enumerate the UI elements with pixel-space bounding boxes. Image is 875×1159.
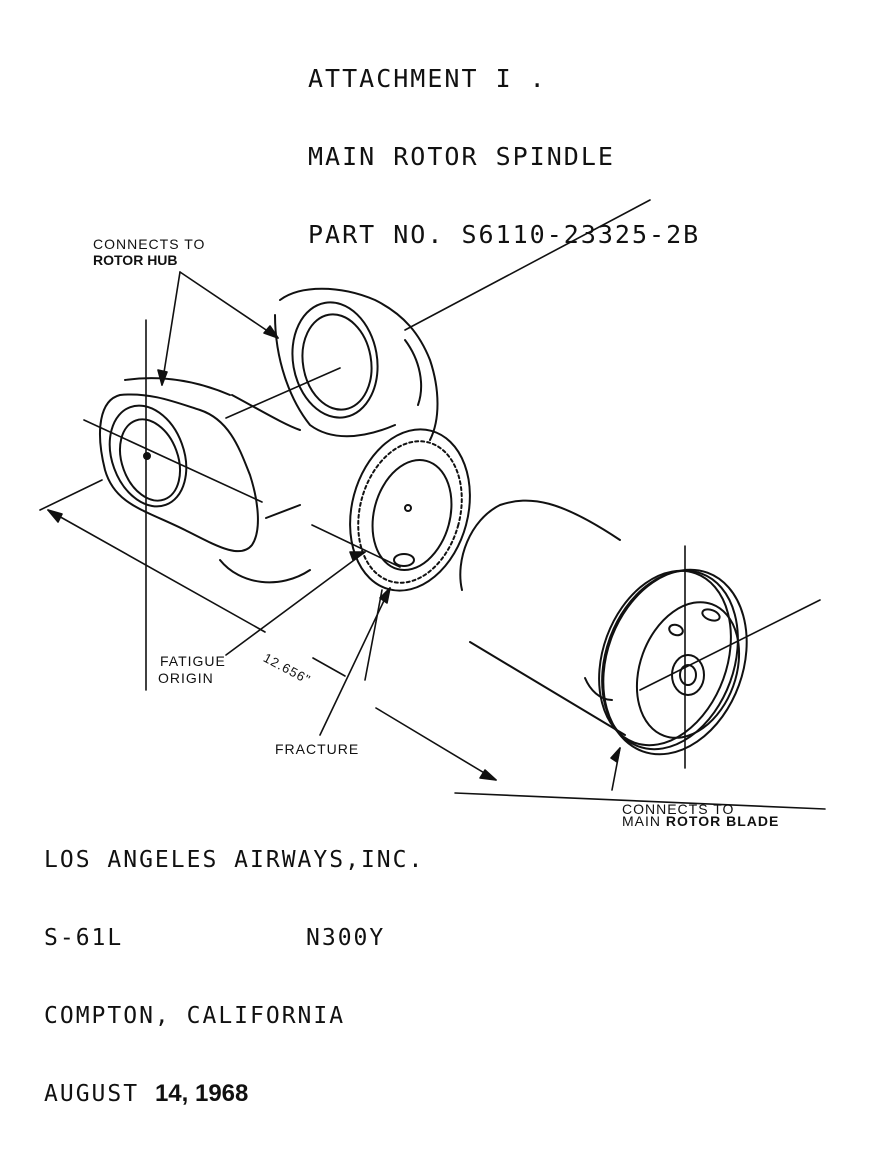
footer-model: S-61L (44, 925, 124, 951)
label-main: MAIN (622, 813, 666, 829)
label-connects-hub-2: ROTOR HUB (93, 252, 178, 268)
left-lug (99, 377, 311, 584)
label-connects-blade-2: MAIN ROTOR BLADE (622, 813, 779, 829)
footer-date-month: AUGUST (44, 1081, 155, 1107)
label-fatigue-1: FATIGUE (160, 653, 226, 669)
part-label: PART NO. (308, 220, 462, 249)
header-line-2: MAIN ROTOR SPINDLE (308, 142, 615, 171)
leader-lines (157, 271, 621, 791)
header-line-1: ATTACHMENT I . (308, 64, 547, 93)
blade-cylinder (459, 499, 748, 756)
label-connects-hub-1: CONNECTS TO (93, 236, 206, 252)
footer-location: COMPTON, CALIFORNIA (44, 1003, 346, 1029)
spindle-diagram (39, 199, 826, 810)
footer-date-day: 14, 1968 (154, 1080, 249, 1107)
label-connects-blade-1: CONNECTS TO (622, 801, 735, 817)
splined-bore (349, 428, 471, 592)
label-fatigue-2: ORIGIN (158, 670, 214, 686)
upper-lug (274, 287, 439, 441)
dimension-line (47, 509, 497, 781)
document-header: ATTACHMENT I . MAIN ROTOR SPINDLE PART N… (308, 14, 700, 300)
document-footer: LOS ANGELES AIRWAYS,INC. S-61L N300Y COMP… (44, 795, 424, 1159)
document-page: ATTACHMENT I . MAIN ROTOR SPINDLE PART N… (39, 14, 826, 1107)
footer-model-row: S-61L N300Y (44, 925, 424, 951)
label-fracture: FRACTURE (275, 741, 360, 757)
footer-registration: N300Y (306, 925, 386, 951)
label-rotor-blade: ROTOR BLADE (665, 813, 780, 829)
footer-date: AUGUST 14, 1968 (44, 1080, 424, 1108)
footer-company: LOS ANGELES AIRWAYS,INC. (44, 847, 425, 873)
header-line-3: PART NO. S6110-23325-2B (308, 222, 700, 248)
part-number: S6110-23325-2B (461, 220, 701, 249)
